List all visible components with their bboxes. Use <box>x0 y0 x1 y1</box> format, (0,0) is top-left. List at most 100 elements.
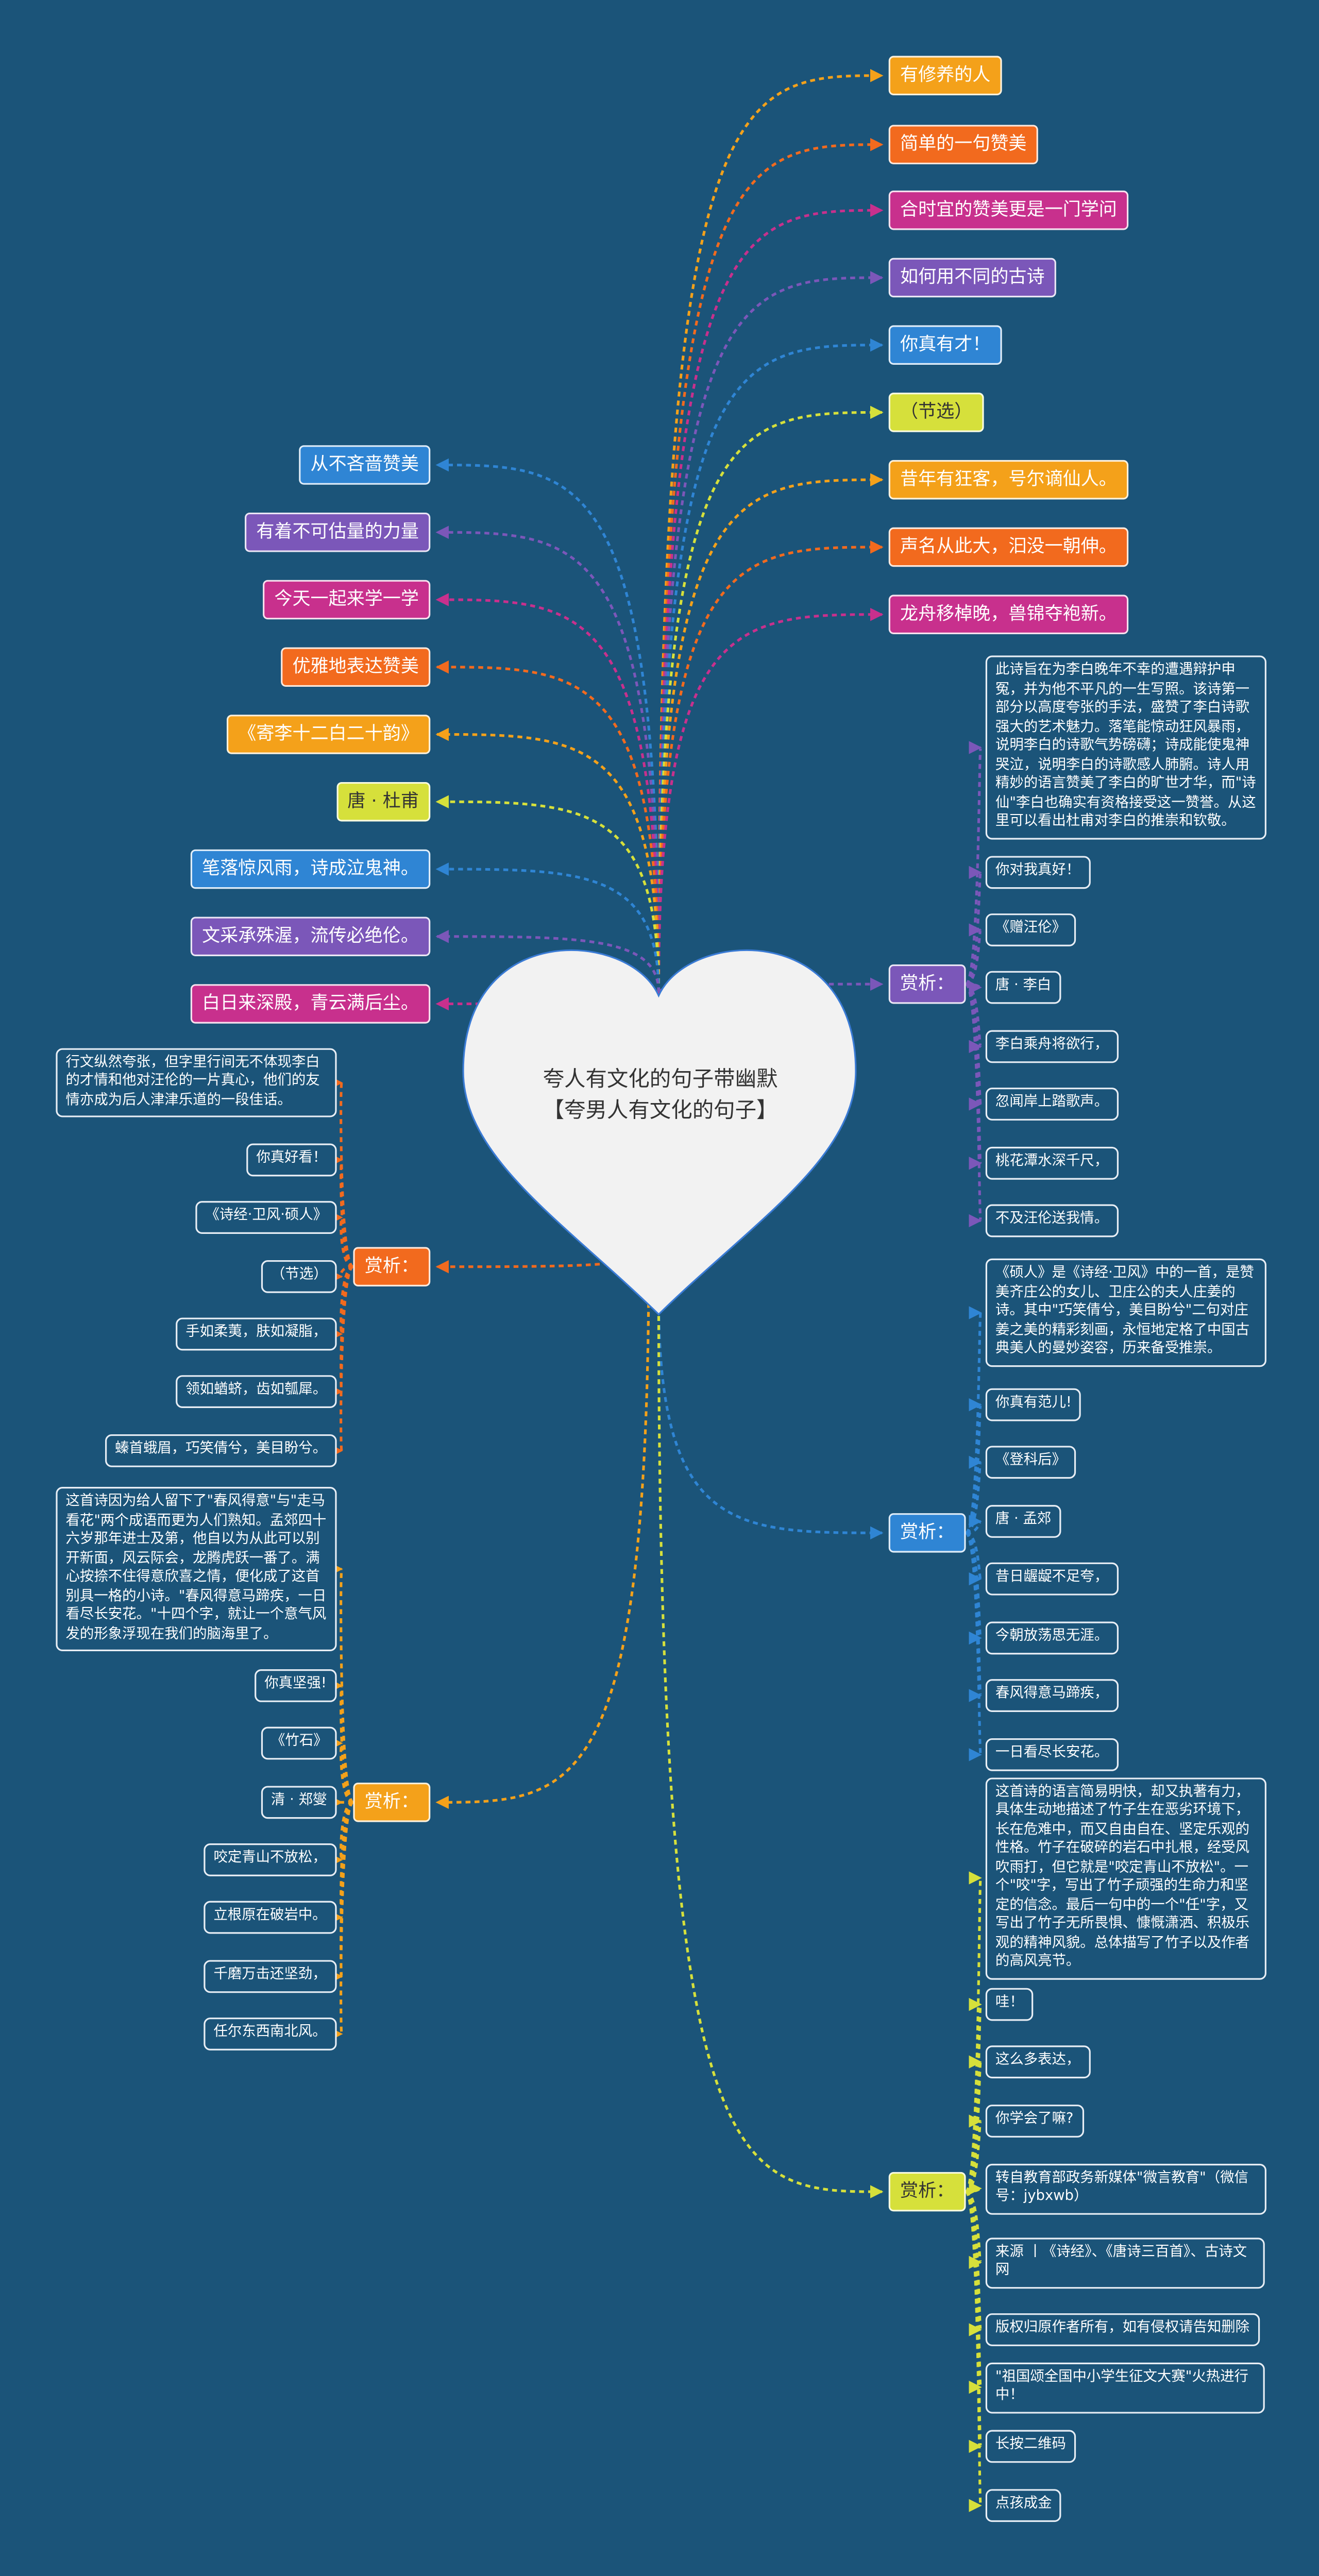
leaf-node[interactable]: 你学会了嘛? <box>985 2105 1084 2137</box>
leaf-node[interactable]: 任尔东西南北风。 <box>204 2018 336 2050</box>
leaf-node[interactable]: 唐 · 孟郊 <box>985 1505 1061 1537</box>
leaf-node[interactable]: 版权归原作者所有，如有侵权请告知删除 <box>985 2313 1260 2346</box>
topic-node[interactable]: 你真有才！ <box>888 325 1002 365</box>
topic-node[interactable]: 昔年有狂客，号尔谪仙人。 <box>888 460 1129 500</box>
leaf-node[interactable]: 《登科后》 <box>985 1446 1076 1478</box>
topic-node[interactable]: 优雅地表达赞美 <box>281 647 431 687</box>
connector-line <box>329 1737 354 1804</box>
topic-node[interactable]: 从不吝啬赞美 <box>299 445 431 485</box>
root-topic[interactable]: 夸人有文化的句子带幽默 【夸男人有文化的句子】 <box>463 1064 857 1127</box>
connector-line <box>329 1211 354 1268</box>
leaf-node[interactable]: 长按二维码 <box>985 2430 1076 2462</box>
leaf-node[interactable]: 唐 · 李白 <box>985 971 1061 1003</box>
connector-line <box>657 1298 884 2198</box>
topic-node[interactable]: 今天一起来学一学 <box>263 580 431 620</box>
connector-line <box>657 138 884 993</box>
connector-line <box>965 2115 982 2193</box>
connector-line <box>329 1801 354 2039</box>
leaf-node[interactable]: "祖国颂全国中小学生征文大赛"火热进行中！ <box>985 2362 1265 2413</box>
analysis-label-4[interactable]: 赏析： <box>353 1783 431 1822</box>
analysis-paragraph[interactable]: 此诗旨在为李白晚年不幸的遭遇辩护申冤，并为他不平凡的一生写照。该诗第一部分以高度… <box>985 655 1266 839</box>
topic-node[interactable]: 有着不可估量的力量 <box>245 512 431 552</box>
topic-node[interactable]: 有修养的人 <box>888 56 1002 95</box>
topic-node[interactable]: 《寄李十二白二十韵》 <box>226 715 431 754</box>
root-title-line1: 夸人有文化的句子带幽默 <box>543 1067 778 1093</box>
leaf-node[interactable]: 咬定青山不放松， <box>204 1843 336 1876</box>
leaf-node[interactable]: 你对我真好！ <box>985 856 1090 888</box>
connector-line <box>657 977 884 993</box>
analysis-label-1[interactable]: 赏析： <box>888 964 966 1004</box>
connector-line <box>657 473 884 993</box>
leaf-node[interactable]: 春风得意马蹄疾， <box>985 1679 1119 1711</box>
connector-line <box>657 338 884 993</box>
connector-line <box>435 862 660 993</box>
connector-line <box>657 69 884 993</box>
analysis-label-2[interactable]: 赏析： <box>353 1247 431 1286</box>
leaf-node[interactable]: 一日看尽长安花。 <box>985 1738 1119 1771</box>
leaf-node[interactable]: 哇！ <box>985 1988 1034 2020</box>
leaf-node[interactable]: 《竹石》 <box>261 1726 337 1759</box>
leaf-node[interactable]: 点孩成金 <box>985 2489 1062 2521</box>
connector-line <box>435 1248 650 1809</box>
connector-line <box>965 1399 982 1534</box>
leaf-node[interactable]: 李白乘舟将欲行， <box>985 1030 1119 1062</box>
connector-line <box>965 982 982 1226</box>
leaf-node[interactable]: 不及汪伦送我情。 <box>985 1204 1119 1236</box>
leaf-node[interactable]: 你真好看！ <box>246 1143 337 1176</box>
analysis-paragraph[interactable]: 《硕人》是《诗经·卫风》中的一首，是赞美齐庄公的女儿、卫庄公的夫人庄姜的诗。其中… <box>985 1258 1266 1366</box>
connector-line <box>435 992 660 1011</box>
connector-line <box>657 1298 884 1540</box>
connector-line <box>657 271 884 993</box>
leaf-node[interactable]: 昔日龌龊不足夸， <box>985 1562 1119 1595</box>
leaf-node[interactable]: 今朝放荡思无涯。 <box>985 1621 1119 1654</box>
topic-node[interactable]: 合时宜的赞美更是一门学问 <box>888 190 1129 230</box>
topic-node[interactable]: （节选） <box>888 393 984 432</box>
connector-line <box>657 607 884 993</box>
analysis-paragraph[interactable]: 行文纵然夸张，但字里行间无不体现李白的才情和他对汪伦的一片真心，他们的友情亦成为… <box>56 1047 337 1117</box>
leaf-node[interactable]: 你真坚强! <box>255 1669 336 1702</box>
connector-line <box>435 593 660 993</box>
analysis-label-5[interactable]: 赏析： <box>888 2172 966 2212</box>
connector-line <box>965 2190 982 2269</box>
analysis-label-3[interactable]: 赏析： <box>888 1513 966 1553</box>
leaf-node[interactable]: 领如蝤蛴，齿如瓠犀。 <box>176 1375 337 1408</box>
topic-node[interactable]: 笔落惊风雨，诗成泣鬼神。 <box>190 849 431 889</box>
connector-line <box>435 929 660 993</box>
topic-node[interactable]: 简单的一句赞美 <box>888 125 1038 164</box>
connector-line <box>435 1248 650 1274</box>
connector-line <box>965 1873 982 2193</box>
topic-node[interactable]: 白日来深殿，青云满后尘。 <box>190 984 431 1024</box>
connector-line <box>965 1531 982 1644</box>
connector-line <box>435 526 660 993</box>
leaf-node[interactable]: 清 · 郑燮 <box>261 1786 337 1818</box>
connector-line <box>965 1456 982 1534</box>
leaf-node[interactable]: 忽闻岸上踏歌声。 <box>985 1088 1119 1120</box>
leaf-node[interactable]: 你真有范儿! <box>985 1388 1082 1420</box>
topic-node[interactable]: 声名从此大，汩没一朝伸。 <box>888 527 1129 567</box>
connector-line <box>657 540 884 993</box>
leaf-node[interactable]: （节选） <box>261 1260 337 1293</box>
topic-node[interactable]: 龙舟移棹晚，兽锦夺袍新。 <box>888 595 1129 634</box>
topic-node[interactable]: 唐 · 杜甫 <box>335 782 431 822</box>
leaf-node[interactable]: 手如柔荑，肤如凝脂， <box>176 1317 337 1350</box>
leaf-node[interactable]: 桃花潭水深千尺， <box>985 1146 1119 1179</box>
leaf-node[interactable]: 立根原在破岩中。 <box>204 1901 336 1933</box>
connector-line <box>965 867 982 986</box>
analysis-paragraph[interactable]: 这首诗的语言简易明快，却又执著有力，具体生动地描述了竹子生在恶劣环境下，长在危难… <box>985 1776 1266 1979</box>
topic-node[interactable]: 文采承殊渥，流传必绝伦。 <box>190 917 431 956</box>
leaf-node[interactable]: 《赠汪伦》 <box>985 913 1076 946</box>
leaf-node[interactable]: 来源 丨《诗经》、《唐诗三百首》、古诗文网 <box>985 2236 1265 2288</box>
leaf-node[interactable]: 《诗经·卫风·硕人》 <box>195 1201 337 1233</box>
leaf-node[interactable]: 这么多表达， <box>985 2045 1090 2078</box>
connector-line <box>965 742 982 986</box>
analysis-paragraph[interactable]: 转自教育部政务新媒体"微言教育"（微信号：jybxwb） <box>985 2163 1266 2214</box>
connector-line <box>435 727 660 993</box>
connector-line <box>435 458 660 993</box>
root-title-line2: 【夸男人有文化的句子】 <box>543 1099 778 1124</box>
leaf-node[interactable]: 千磨万击还坚劲， <box>204 1960 336 1992</box>
leaf-node[interactable]: 螓首蛾眉，巧笑倩兮，美目盼兮。 <box>105 1434 337 1467</box>
topic-node[interactable]: 如何用不同的古诗 <box>888 258 1056 298</box>
analysis-paragraph[interactable]: 这首诗因为给人留下了"春风得意"与"走马看花"两个成语而更为人们熟知。孟郊四十六… <box>56 1487 337 1651</box>
